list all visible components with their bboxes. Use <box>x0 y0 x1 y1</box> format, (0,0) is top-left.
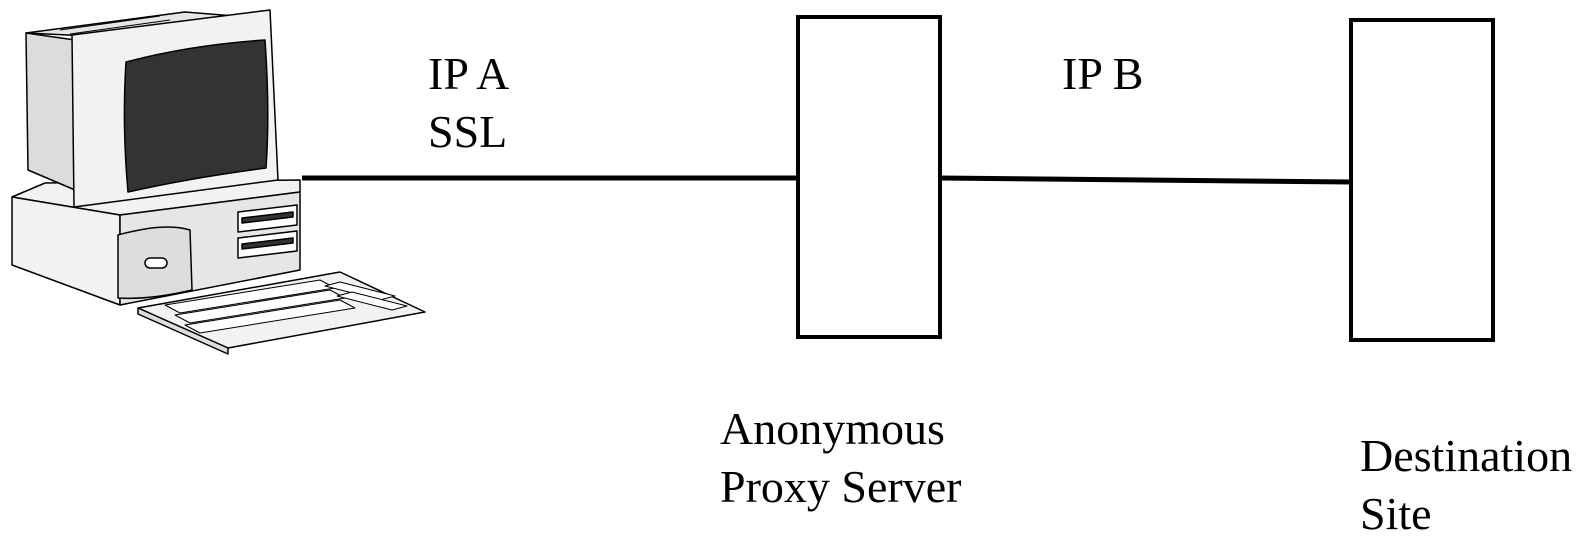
proxy-server-label: Anonymous Proxy Server <box>720 400 961 516</box>
link-proxy-to-destination <box>939 175 1352 185</box>
link-label-proxy-to-destination: IP B <box>1062 45 1143 103</box>
keyboard-edge <box>137 307 229 355</box>
destination-site-box <box>1349 18 1495 342</box>
proxy-label-line: Anonymous <box>720 403 945 454</box>
monitor-screen <box>123 39 269 193</box>
keyboard-keys <box>164 279 408 334</box>
desktop-computer-icon <box>11 9 426 355</box>
power-button <box>144 257 168 269</box>
destination-label-line: Destination <box>1360 430 1573 481</box>
link-label-line: SSL <box>428 106 508 157</box>
monitor-vent-1 <box>59 15 161 31</box>
destination-label-line: Site <box>1360 488 1432 539</box>
link-label-line: IP B <box>1062 48 1144 99</box>
drive-slot-1 <box>241 211 294 224</box>
destination-site-label: Destination Site <box>1360 427 1572 543</box>
monitor-side <box>25 32 76 191</box>
proxy-label-line: Proxy Server <box>720 461 962 512</box>
proxy-server-box <box>796 15 942 339</box>
link-label-client-to-proxy: IP A SSL <box>428 45 509 161</box>
link-label-line: IP A <box>428 48 510 99</box>
monitor-vent-2 <box>69 19 171 35</box>
system-unit-front <box>11 196 121 306</box>
drive-slot-2 <box>241 237 294 250</box>
